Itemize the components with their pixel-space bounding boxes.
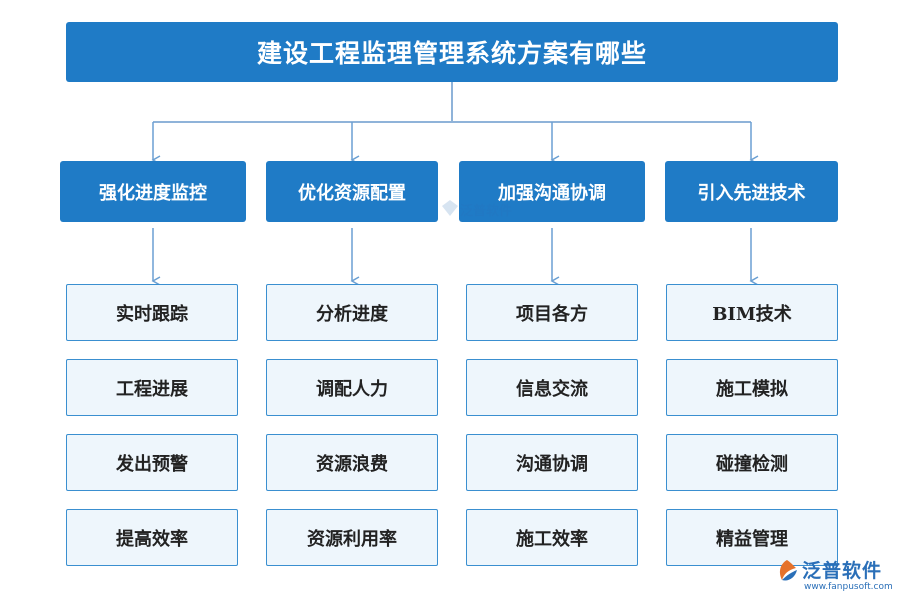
brand-logo-icon [779,560,797,581]
category-box-4: 引入先进技术 [665,161,838,222]
item-box: 提高效率 [66,509,238,566]
item-box: 精益管理 [666,509,838,566]
item-box: 项目各方 [466,284,638,341]
item-box: 资源浪费 [266,434,438,491]
item-box: BIM技术 [666,284,838,341]
item-box: 施工效率 [466,509,638,566]
watermark-text: 泛普软件 [460,204,513,219]
item-box: 工程进展 [66,359,238,416]
brand-url: www.fanpusoft.com [804,582,893,592]
item-box: 实时跟踪 [66,284,238,341]
item-box: 沟通协调 [466,434,638,491]
brand-name: 泛普软件 [802,560,883,582]
diagram-title: 建设工程监理管理系统方案有哪些 [66,22,838,82]
item-box: 发出预警 [66,434,238,491]
item-box: 信息交流 [466,359,638,416]
category-box-2: 优化资源配置 [266,161,438,222]
brand-logo: 泛普软件 www.fanpusoft.com [774,556,894,596]
category-box-3: 加强沟通协调 [459,161,645,222]
item-box: 碰撞检测 [666,434,838,491]
item-box: 调配人力 [266,359,438,416]
watermark: 泛普软件 [440,198,520,224]
category-box-1: 强化进度监控 [60,161,246,222]
item-box: 分析进度 [266,284,438,341]
watermark-logo-icon [442,200,458,216]
item-box: 资源利用率 [266,509,438,566]
item-box: 施工模拟 [666,359,838,416]
